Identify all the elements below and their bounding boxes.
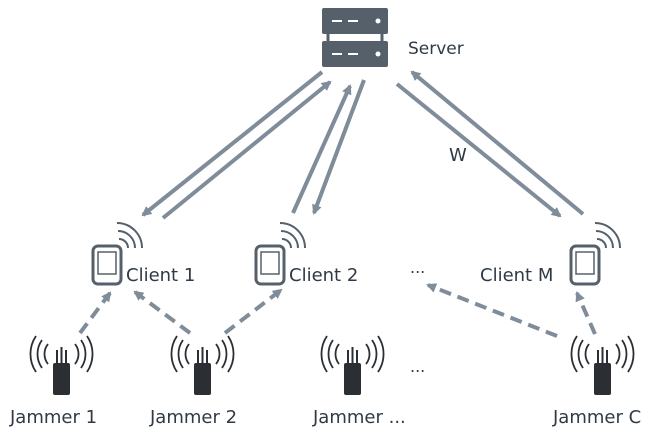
jam-arrow-jammer-1-client-1 (78, 291, 112, 335)
downlink-arrow-client-1 (141, 70, 324, 217)
client-1-device-icon (91, 222, 143, 286)
jammer-middle-icon (320, 335, 385, 395)
client-1-label: Client 1 (126, 265, 195, 286)
uplink-arrow-client-2 (291, 84, 352, 214)
jammer-2-icon (170, 335, 235, 395)
jam-arrow-jammer-c-client-m (426, 283, 558, 338)
client-2-device-icon (254, 222, 306, 286)
jammer-c-icon (570, 335, 635, 395)
jammer-c-label: Jammer C (552, 407, 641, 428)
client-2-label: Client 2 (289, 265, 358, 286)
uplink-arrow-client-m (410, 70, 585, 216)
jammer-2-label: Jammer 2 (149, 407, 237, 428)
jamming-links (78, 283, 597, 338)
client-m-device-icon (569, 222, 621, 286)
downlink-arrow-client-m (395, 82, 562, 218)
jam-arrow-jammer-c-client-m-direct (575, 291, 597, 335)
jammer-1-label: Jammer 1 (9, 407, 97, 428)
jam-arrow-jammer-2-client-1 (133, 290, 192, 335)
downlink-arrow-client-2 (312, 79, 366, 215)
jammer-ellipsis: ... (410, 357, 425, 376)
server-client-links (141, 70, 585, 220)
weight-label: W (449, 145, 467, 166)
server-icon (322, 8, 388, 67)
jam-arrow-jammer-2-client-2 (223, 288, 283, 335)
client-m-label: Client M (480, 265, 553, 286)
jammer-1-icon (29, 335, 94, 395)
uplink-arrow-client-1 (161, 80, 332, 220)
client-ellipsis: ... (410, 258, 425, 277)
server-label: Server (408, 39, 464, 59)
jammer-middle-label: Jammer ... (312, 407, 406, 428)
